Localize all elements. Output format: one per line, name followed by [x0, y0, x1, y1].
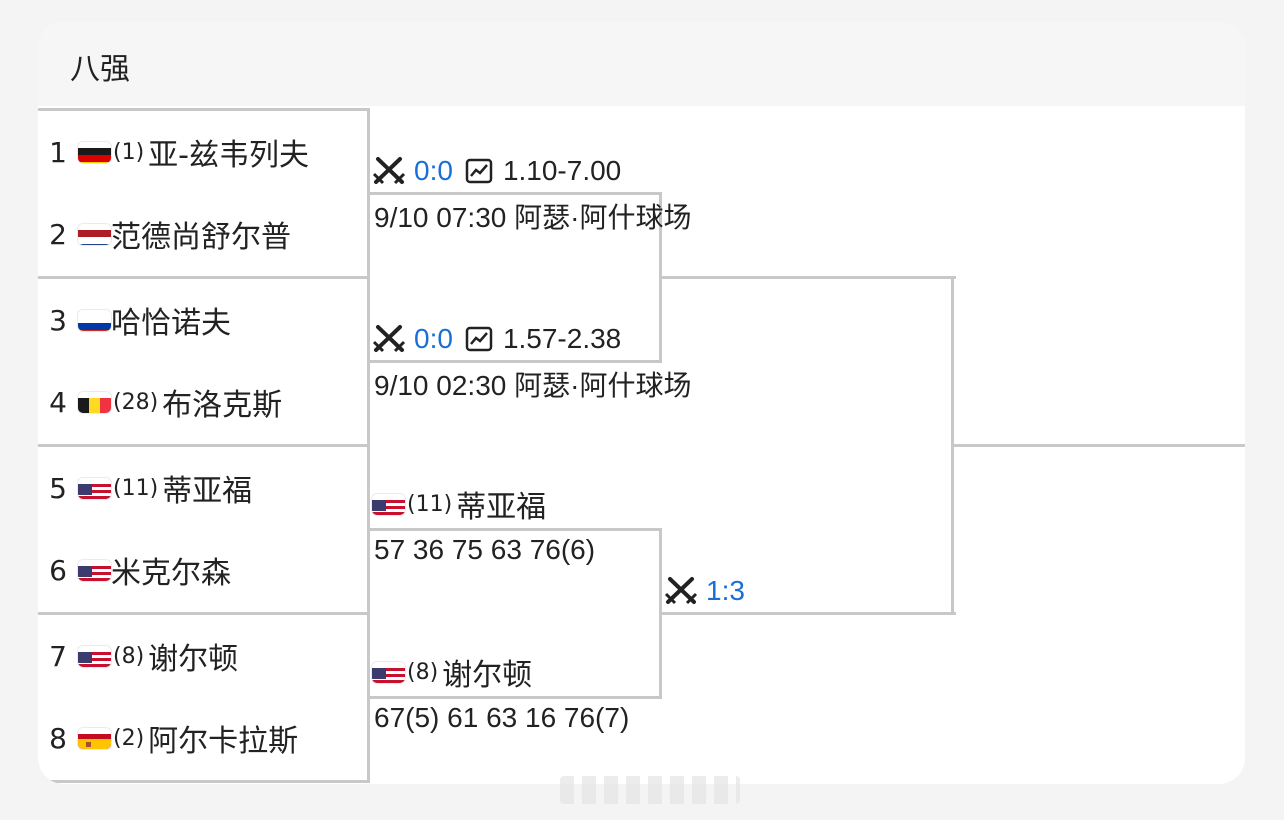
- match-odds: 1.10-7.00: [502, 155, 622, 186]
- player-row[interactable]: 2 范德尚舒尔普: [38, 193, 368, 275]
- player-number: 8: [49, 721, 67, 755]
- player-seed: (11): [407, 491, 453, 517]
- bracket-line: [38, 108, 370, 111]
- match-winner[interactable]: (11) 蒂亚福: [372, 482, 546, 526]
- bracket-line: [370, 528, 662, 531]
- bracket-line: [38, 444, 370, 447]
- player-number: 5: [49, 471, 67, 505]
- player-row[interactable]: 8 (2) 阿尔卡拉斯: [38, 697, 368, 779]
- match-odds: 1.57-2.38: [502, 323, 622, 354]
- match-info[interactable]: 0:0 1.57-2.38: [372, 323, 621, 355]
- player-row[interactable]: 6 米克尔森: [38, 529, 368, 611]
- bracket-line: [370, 360, 662, 363]
- player-name: 阿尔卡拉斯: [148, 724, 299, 759]
- watermark: [560, 776, 740, 804]
- player-name: 蒂亚福: [162, 474, 253, 509]
- player-number: 2: [49, 217, 67, 251]
- bracket-line: [659, 528, 662, 699]
- match-schedule: 9/10 07:30 阿瑟·阿什球场: [374, 202, 692, 233]
- set-scores: 67(5) 61 63 16 76(7): [374, 702, 630, 733]
- player-row[interactable]: 7 (8) 谢尔顿: [38, 615, 368, 697]
- bracket-line: [662, 612, 956, 615]
- player-seed: (11): [113, 475, 159, 501]
- player-name: 米克尔森: [111, 556, 231, 591]
- player-name: 蒂亚福: [456, 490, 547, 525]
- player-row[interactable]: 3 哈恰诺夫: [38, 279, 368, 361]
- player-name: 范德尚舒尔普: [111, 220, 291, 255]
- crossed-swords-icon: [372, 156, 406, 186]
- bracket-line: [954, 444, 1245, 447]
- usa-flag-icon: [372, 662, 405, 683]
- bracket-line: [370, 192, 662, 195]
- player-number: 3: [49, 303, 67, 337]
- belgium-flag-icon: [78, 392, 111, 413]
- match-score: 0:0: [414, 155, 453, 186]
- trend-chart-icon[interactable]: [465, 326, 493, 352]
- player-seed: (28): [113, 389, 159, 415]
- player-number: 7: [49, 639, 67, 673]
- player-name: 哈恰诺夫: [111, 306, 231, 341]
- semifinal-info[interactable]: 1:3: [664, 575, 745, 607]
- usa-flag-icon: [372, 494, 405, 515]
- player-seed: (8): [113, 643, 145, 669]
- player-seed: (1): [113, 139, 145, 165]
- match-winner[interactable]: (8) 谢尔顿: [372, 650, 532, 694]
- player-number: 6: [49, 553, 67, 587]
- usa-flag-icon: [78, 560, 111, 581]
- spain-flag-icon: [78, 728, 111, 749]
- bracket-line: [951, 276, 954, 615]
- card-header: 八强: [38, 22, 1245, 106]
- match-score: 1:3: [706, 575, 745, 606]
- match-score: 0:0: [414, 323, 453, 354]
- player-seed: (2): [113, 725, 145, 751]
- player-name: 亚-兹韦列夫: [148, 138, 309, 173]
- bracket-line: [367, 108, 370, 783]
- player-row[interactable]: 4 (28) 布洛克斯: [38, 361, 368, 443]
- player-number: 1: [49, 135, 67, 169]
- netherlands-flag-icon: [78, 224, 111, 245]
- player-seed: (8): [407, 659, 439, 685]
- match-info[interactable]: 0:0 1.10-7.00: [372, 155, 621, 187]
- crossed-swords-icon: [664, 576, 698, 606]
- bracket-line: [370, 696, 662, 699]
- player-row[interactable]: 1 (1) 亚-兹韦列夫: [38, 111, 368, 193]
- player-name: 谢尔顿: [442, 658, 533, 693]
- russia-flag-icon: [78, 310, 111, 331]
- round-title: 八强: [70, 52, 130, 87]
- player-row[interactable]: 5 (11) 蒂亚福: [38, 447, 368, 529]
- bracket-line: [38, 276, 370, 279]
- match-schedule: 9/10 02:30 阿瑟·阿什球场: [374, 370, 692, 401]
- bracket-line: [662, 276, 956, 279]
- trend-chart-icon[interactable]: [465, 158, 493, 184]
- bracket-line: [38, 612, 370, 615]
- player-name: 布洛克斯: [162, 388, 283, 423]
- bracket-line: [38, 780, 370, 783]
- crossed-swords-icon: [372, 324, 406, 354]
- usa-flag-icon: [78, 478, 111, 499]
- set-scores: 57 36 75 63 76(6): [374, 534, 596, 565]
- player-name: 谢尔顿: [148, 642, 239, 677]
- germany-flag-icon: [78, 142, 111, 163]
- bracket-line: [659, 192, 662, 363]
- bracket-card: 八强 1 (1) 亚-兹韦列夫 2 范德尚舒尔普 3 哈恰诺夫 4: [38, 22, 1245, 784]
- player-number: 4: [49, 385, 67, 419]
- usa-flag-icon: [78, 646, 111, 667]
